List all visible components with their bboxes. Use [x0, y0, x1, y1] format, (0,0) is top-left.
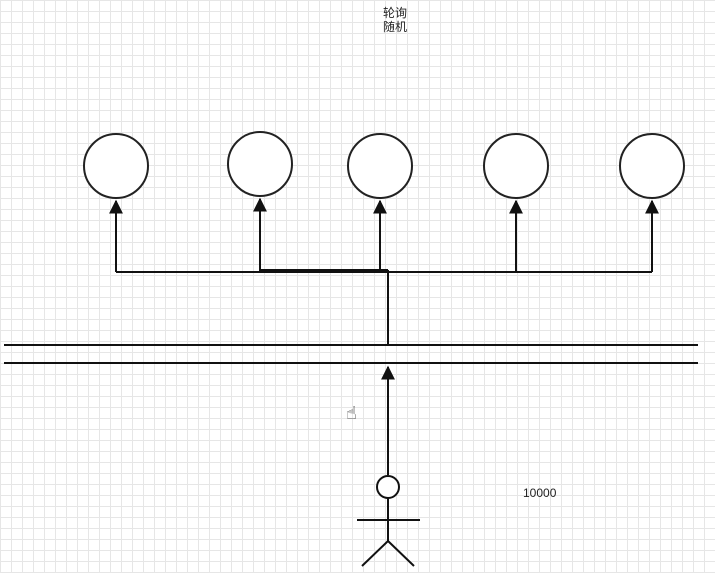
- server-node-1[interactable]: [83, 133, 149, 199]
- server-node-5[interactable]: [619, 133, 685, 199]
- server-node-2[interactable]: [227, 131, 293, 197]
- strategy-label-random: 随机: [383, 20, 408, 34]
- stick-figure-icon[interactable]: [357, 475, 420, 567]
- server-node-4[interactable]: [483, 133, 549, 199]
- strategy-label-polling: 轮询: [383, 6, 408, 20]
- server-node-3[interactable]: [347, 133, 413, 199]
- hand-pointer-icon: ☝: [346, 403, 357, 423]
- request-count-label: 10000: [523, 486, 557, 500]
